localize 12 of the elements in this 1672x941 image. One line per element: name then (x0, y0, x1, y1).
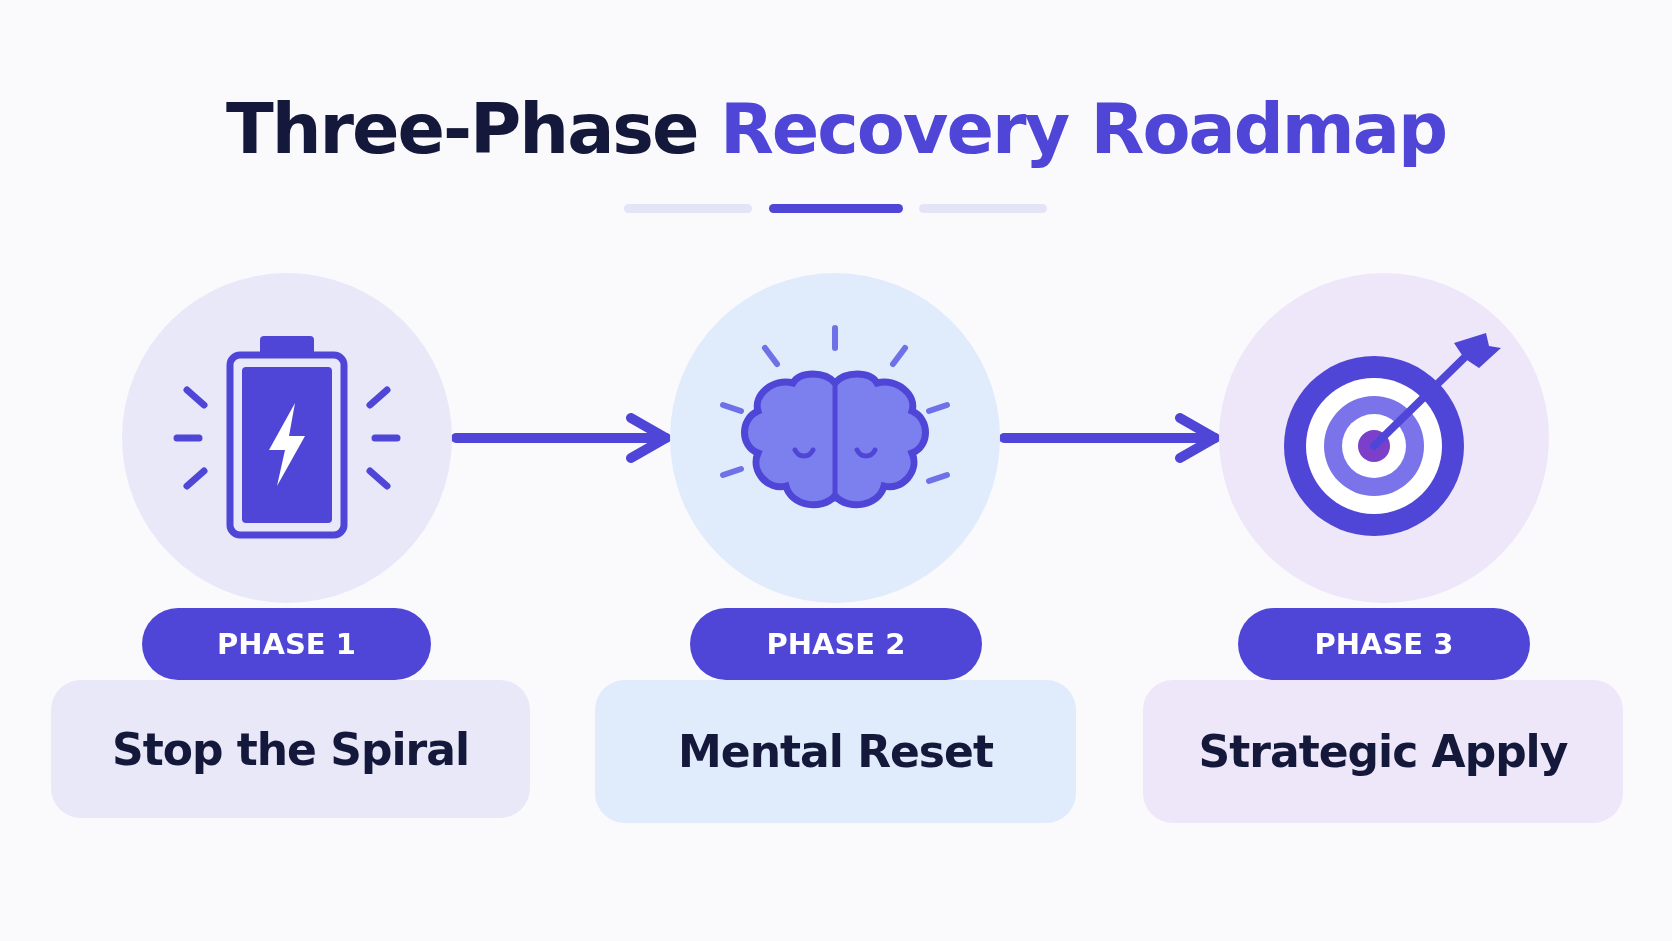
arrow (451, 413, 671, 463)
phase-badge: PHASE 2 (690, 608, 982, 680)
title: Three-Phase Recovery Roadmap (224, 88, 1448, 170)
phase-title: Mental Reset (678, 726, 993, 777)
phase-badge: PHASE 3 (1238, 608, 1530, 680)
phase-title: Strategic Apply (1198, 726, 1568, 777)
arrow (999, 413, 1220, 463)
phase-title: Stop the Spiral (112, 723, 469, 775)
phase-card (1143, 680, 1623, 823)
phase-card (595, 680, 1076, 823)
phase-badge: PHASE 1 (142, 608, 431, 680)
phase-card (51, 680, 530, 818)
